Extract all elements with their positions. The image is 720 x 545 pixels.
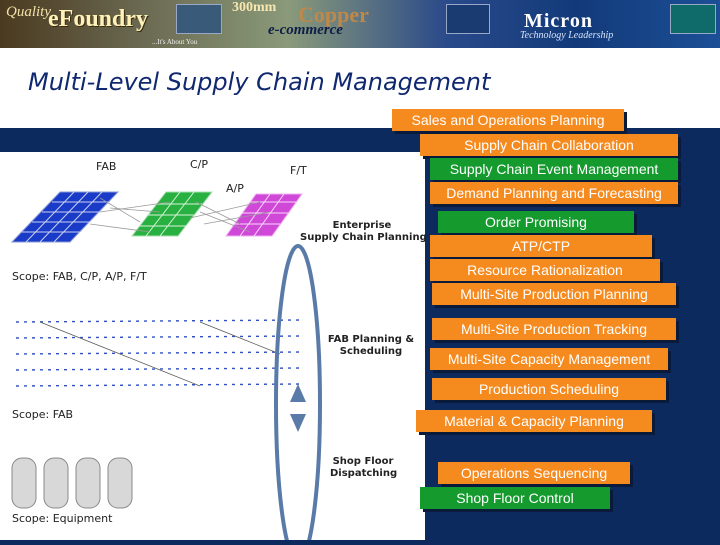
shop-floor-label: Shop Floor Dispatching <box>330 456 398 479</box>
cycle-arrow-down-icon <box>290 414 306 432</box>
fab-routing-rows <box>15 319 301 387</box>
scope-enterprise: Scope: FAB, C/P, A/P, F/T <box>12 270 147 283</box>
scope-equipment: Scope: Equipment <box>12 512 113 525</box>
header-banner: Quality eFoundry 300mm Copper e-commerce… <box>0 0 720 48</box>
level-tag: Order Promising <box>438 211 634 233</box>
enterprise-label: Enterprise Supply Chain Planning <box>300 220 427 243</box>
fab-label: FAB <box>96 160 117 173</box>
banner-copper: Copper <box>298 2 369 27</box>
ap-label: A/P <box>226 182 244 195</box>
page-title: Multi-Level Supply Chain Management <box>28 68 491 96</box>
level-tag: Production Scheduling <box>432 378 666 400</box>
ft-label: F/T <box>290 164 307 177</box>
level-tag: Material & Capacity Planning <box>416 410 652 432</box>
level-tag: ATP/CTP <box>430 235 652 257</box>
banner-image-tile <box>670 4 716 34</box>
level-tag: Supply Chain Collaboration <box>420 134 678 156</box>
diagram-graphic <box>10 191 322 545</box>
banner-micron-logo: Micron <box>524 10 593 32</box>
level-tag: Supply Chain Event Management <box>430 158 678 180</box>
banner-tagline: ...It's About You <box>152 38 198 46</box>
diagram-panel <box>0 152 425 545</box>
level-tag: Multi-Site Capacity Management <box>430 348 668 370</box>
banner-image-tile <box>446 4 490 34</box>
level-tag: Resource Rationalization <box>430 259 660 281</box>
level-tag: Operations Sequencing <box>438 462 630 484</box>
equipment-wafers <box>11 457 133 509</box>
cp-label: C/P <box>190 158 209 171</box>
level-tag: Sales and Operations Planning <box>392 109 624 131</box>
fab-grid-graphic <box>10 191 120 243</box>
banner-efoundry: eFoundry <box>48 6 149 32</box>
banner-300mm: 300mm <box>232 0 277 15</box>
banner-ecommerce: e-commerce <box>268 22 343 38</box>
level-tag: Shop Floor Control <box>420 487 610 509</box>
level-tag: Demand Planning and Forecasting <box>430 182 678 204</box>
fab-planning-label: FAB Planning & Scheduling <box>327 334 415 357</box>
cycle-arrow-up-icon <box>290 384 306 402</box>
banner-image-tile <box>176 4 222 34</box>
level-tag: Multi-Site Production Planning <box>432 283 676 305</box>
cp-grid-graphic <box>130 191 214 237</box>
network-lines <box>89 197 271 233</box>
ft-grid-graphic <box>225 193 303 237</box>
routing-links <box>39 321 281 387</box>
banner-tech: Technology Leadership <box>520 30 614 41</box>
level-tag: Multi-Site Production Tracking <box>432 318 676 340</box>
scope-fab: Scope: FAB <box>12 408 74 421</box>
banner-quality: Quality <box>6 4 51 20</box>
cycle-ellipse <box>274 244 322 545</box>
